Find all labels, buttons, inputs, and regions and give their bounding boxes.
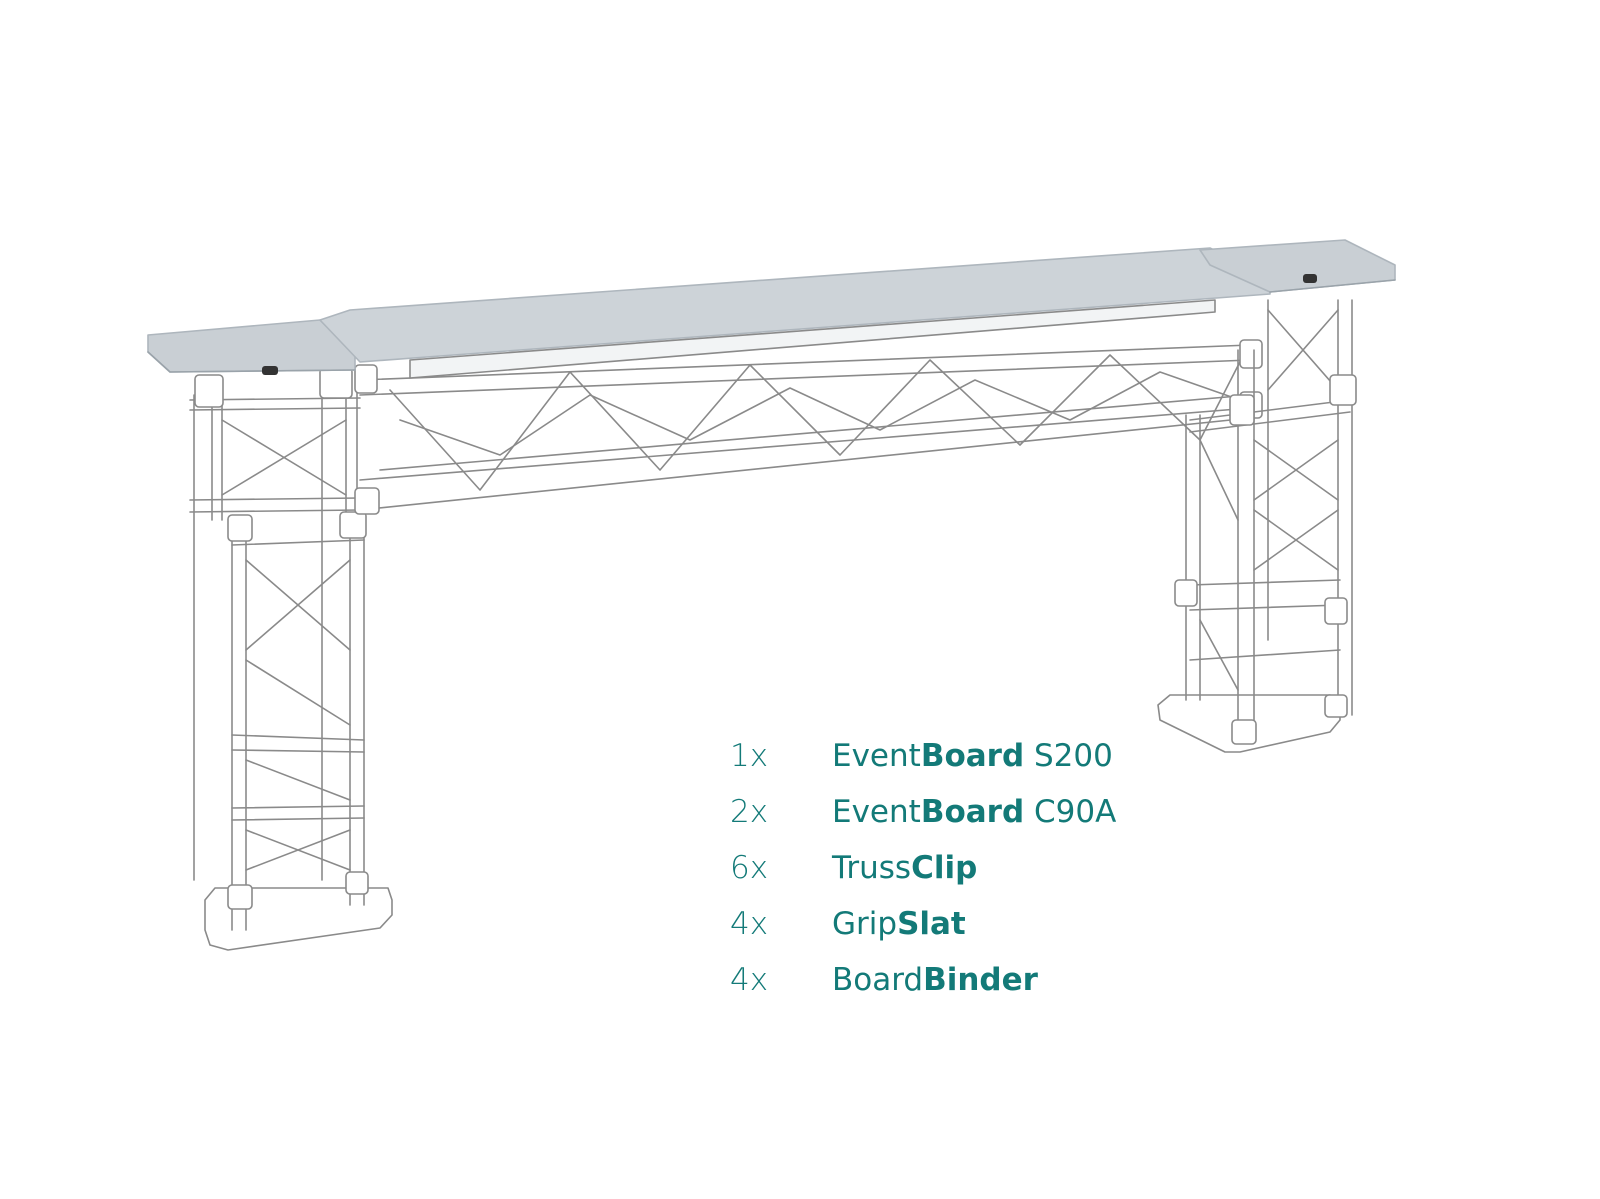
event-board-top — [147, 239, 1396, 379]
part-quantity: 2x — [730, 794, 769, 830]
part-name-bold: Clip — [911, 850, 978, 886]
part-quantity: 6x — [730, 850, 769, 886]
list-item: 1x EventBoard S200 — [730, 728, 1116, 784]
part-quantity: 4x — [730, 906, 769, 942]
part-name: TrussClip — [832, 840, 977, 896]
part-name-prefix: Event — [832, 794, 921, 830]
parts-list: 1x EventBoard S200 2x EventBoard C90A 6x… — [730, 728, 1116, 1008]
part-name-prefix: Grip — [832, 906, 898, 942]
part-name: BoardBinder — [832, 952, 1038, 1008]
part-name-prefix: Event — [832, 738, 921, 774]
list-item: 4x BoardBinder — [730, 952, 1116, 1008]
part-quantity: 4x — [730, 962, 769, 998]
part-name-bold: Board — [920, 738, 1025, 774]
part-name-suffix: S200 — [1024, 738, 1113, 774]
list-item: 2x EventBoard C90A — [730, 784, 1116, 840]
part-name-bold: Slat — [897, 906, 966, 942]
board-left — [147, 319, 356, 373]
part-name: EventBoard C90A — [832, 784, 1116, 840]
part-name: EventBoard S200 — [832, 728, 1113, 784]
part-name-prefix: Board — [832, 962, 924, 998]
list-item: 4x GripSlat — [730, 896, 1116, 952]
right-truss-tower — [1157, 299, 1357, 753]
list-item: 6x TrussClip — [730, 840, 1116, 896]
span-truss — [354, 339, 1263, 515]
part-name-bold: Board — [920, 794, 1025, 830]
part-name-bold: Binder — [923, 962, 1038, 998]
part-name: GripSlat — [832, 896, 966, 952]
part-name-prefix: Truss — [832, 850, 912, 886]
left-truss-tower — [189, 367, 393, 951]
part-name-suffix: C90A — [1024, 794, 1117, 830]
part-quantity: 1x — [730, 738, 769, 774]
